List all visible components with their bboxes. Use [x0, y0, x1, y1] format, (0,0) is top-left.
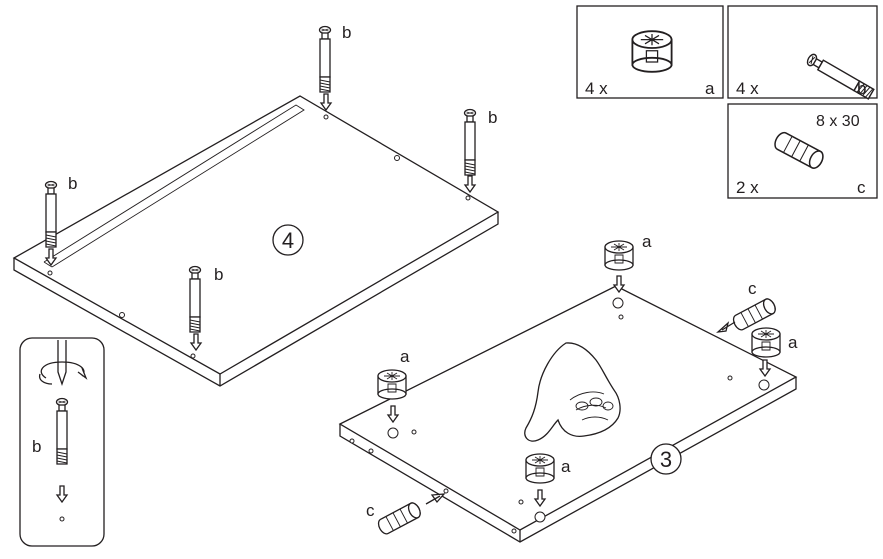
- legend-box-a: 4 x a: [576, 5, 724, 99]
- legend-c-letter: c: [857, 178, 866, 197]
- screwdriver-detail-box: b: [19, 337, 105, 547]
- bolt-label-2: b: [488, 108, 497, 127]
- bolt-b-1: [318, 25, 332, 93]
- cam-fitting-a-4: [525, 453, 555, 484]
- bolt-label-4: b: [214, 265, 223, 284]
- rotate-arrow-icon: [38, 361, 88, 385]
- step-3-panel: 3 a a a a c c: [338, 232, 798, 543]
- cam-fitting-a-3: [377, 369, 407, 400]
- step-4-number-circle: [272, 224, 304, 256]
- bolt-label-1: b: [342, 23, 351, 42]
- detail-bolt-label: b: [32, 437, 41, 456]
- legend-b-letter: b: [857, 79, 866, 98]
- step-3-number: 3: [660, 447, 672, 472]
- cam-label-4: a: [561, 457, 571, 476]
- legend-a-letter: a: [705, 79, 715, 98]
- dowel-label-1: c: [748, 279, 757, 298]
- step-4-panel: 4 b b b b: [12, 23, 500, 387]
- cam-fitting-a-2: [751, 327, 781, 358]
- bolt-b-2: [463, 108, 477, 176]
- legend-c-size: 8 x 30: [816, 113, 860, 130]
- bolt-b-3: [44, 180, 58, 248]
- legend-b-quantity: 4 x: [736, 79, 759, 98]
- dowel-c-2: [375, 500, 424, 537]
- cam-label-1: a: [642, 232, 652, 251]
- bolt-b-detail: [55, 397, 69, 465]
- cam-label-3: a: [400, 347, 410, 366]
- wood-dowel-icon: [771, 129, 827, 172]
- legend-a-quantity: 4 x: [585, 79, 608, 98]
- cam-fitting-a-1: [604, 240, 634, 271]
- legend-c-quantity: 2 x: [736, 178, 759, 197]
- cam-label-2: a: [788, 333, 798, 352]
- step-4-number: 4: [282, 228, 294, 253]
- cam-lock-fitting-icon: [631, 30, 673, 73]
- hand-icon: [524, 342, 621, 442]
- legend-box-b: 4 x b: [727, 5, 878, 101]
- step-3-number-circle: [650, 443, 682, 475]
- legend-box-c: 8 x 30 2 x c: [727, 103, 878, 199]
- dowel-label-2: c: [366, 501, 375, 520]
- dowel-c-1: [730, 296, 779, 333]
- bolt-label-3: b: [68, 174, 77, 193]
